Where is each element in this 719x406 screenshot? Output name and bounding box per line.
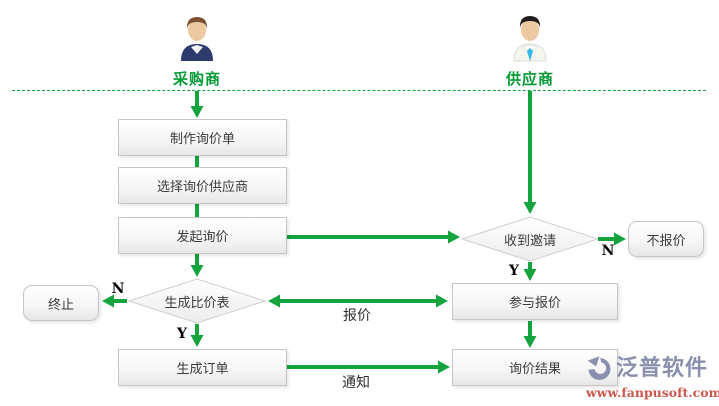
arrowhead [448,230,460,244]
lane-header-supplier: 供应商 [470,14,590,89]
purchaser-lane-label: 采购商 [172,70,221,88]
node-initiate-inquiry: 发起询价 [118,217,287,254]
lane-header-purchaser: 采购商 [137,14,257,89]
arrowhead [614,232,626,246]
node-select-supplier: 选择询价供应商 [118,167,287,204]
label-no-right: N [601,243,615,259]
label-yes-right: Y [509,263,519,279]
arrowhead [190,265,204,277]
supplier-lane-label: 供应商 [505,70,554,88]
swimlane-divider [12,90,706,91]
label-no-left: N [111,281,125,297]
node-terminate: 终止 [23,285,99,321]
arrowhead [268,294,280,308]
arrowhead [102,294,114,308]
arrowhead [523,269,537,281]
diamond-compare-shape [127,278,267,324]
diamond-invite-shape [460,216,600,262]
node-make-inquiry: 制作询价单 [118,119,287,156]
node-create-order: 生成订单 [118,349,287,386]
brand-logo-icon [586,355,613,383]
arrowhead [436,294,448,308]
brand-url: www.fanpusoft.com [586,385,719,400]
label-yes-left: Y [177,326,187,342]
node-decline-quote: 不报价 [628,221,704,257]
arrowhead [190,335,204,347]
brand-name: 泛普软件 [616,356,709,381]
arrowhead [190,106,204,118]
supplier-avatar-icon [507,14,553,66]
purchaser-avatar-icon [174,14,220,66]
arrowhead [523,336,537,348]
label-notify: 通知 [342,375,370,391]
brand-watermark: 泛普软件 www.fanpusoft.com [586,355,719,400]
node-inquiry-result: 询价结果 [452,349,618,386]
arrowhead [523,202,537,214]
label-quote: 报价 [343,308,371,324]
arrowhead [438,360,450,374]
node-join-quote: 参与报价 [452,283,618,320]
